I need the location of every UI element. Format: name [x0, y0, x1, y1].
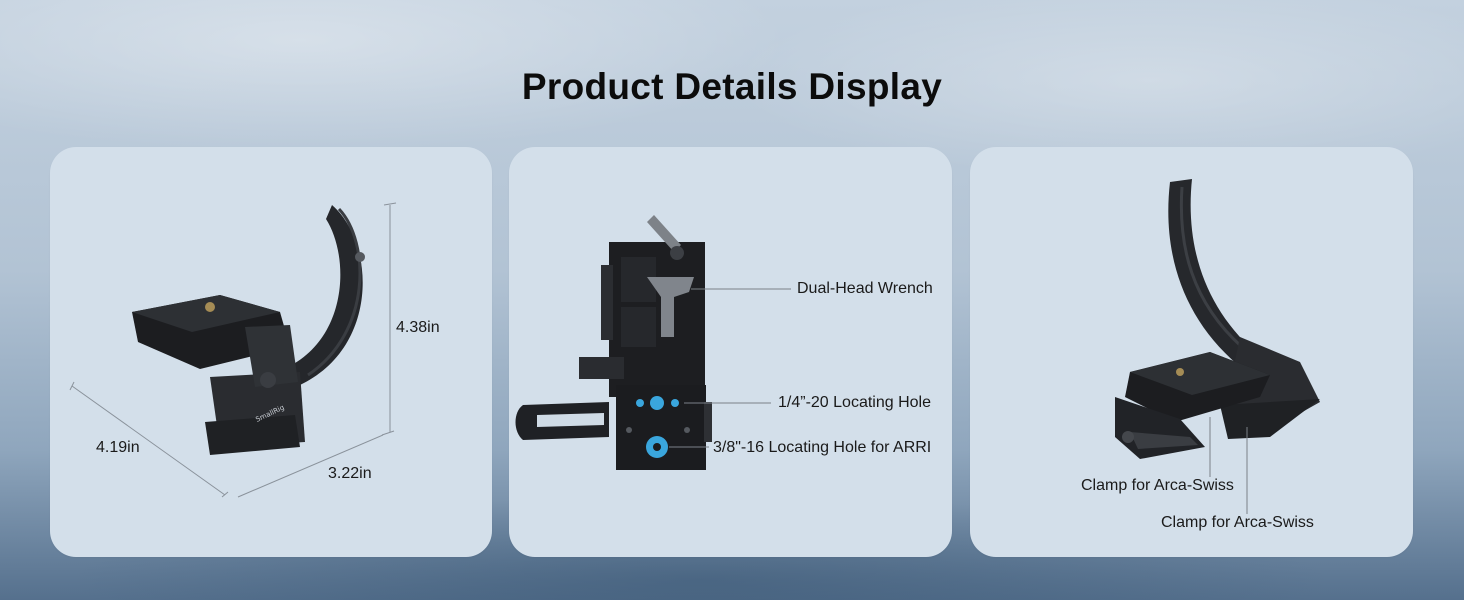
quarter-inch-hole-callout: 1/4”-20 Locating Hole [778, 394, 931, 411]
product-side-image [515, 215, 791, 470]
dimensions-panel: SmallRig 4.38in 4.19in 3.22in [50, 147, 492, 557]
wrench-callout: Dual-Head Wrench [797, 280, 933, 297]
height-dimension-label: 4.38in [396, 319, 440, 336]
width-dimension-label: 3.22in [328, 465, 372, 482]
product-dimensions-image: SmallRig [69, 202, 397, 498]
clamps-panel: Clamp for Arca-Swiss Clamp for Arca-Swis… [970, 147, 1413, 557]
clamp-callout-1: Clamp for Arca-Swiss [1081, 477, 1234, 494]
clamp-callout-2: Clamp for Arca-Swiss [1161, 514, 1314, 531]
side-view-panel: Dual-Head Wrench 1/4”-20 Locating Hole 3… [509, 147, 952, 557]
arri-hole-callout: 3/8"-16 Locating Hole for ARRI [713, 439, 932, 456]
page-title: Product Details Display [521, 66, 943, 107]
depth-dimension-label: 4.19in [96, 439, 140, 456]
product-clamps-image [1115, 179, 1320, 514]
